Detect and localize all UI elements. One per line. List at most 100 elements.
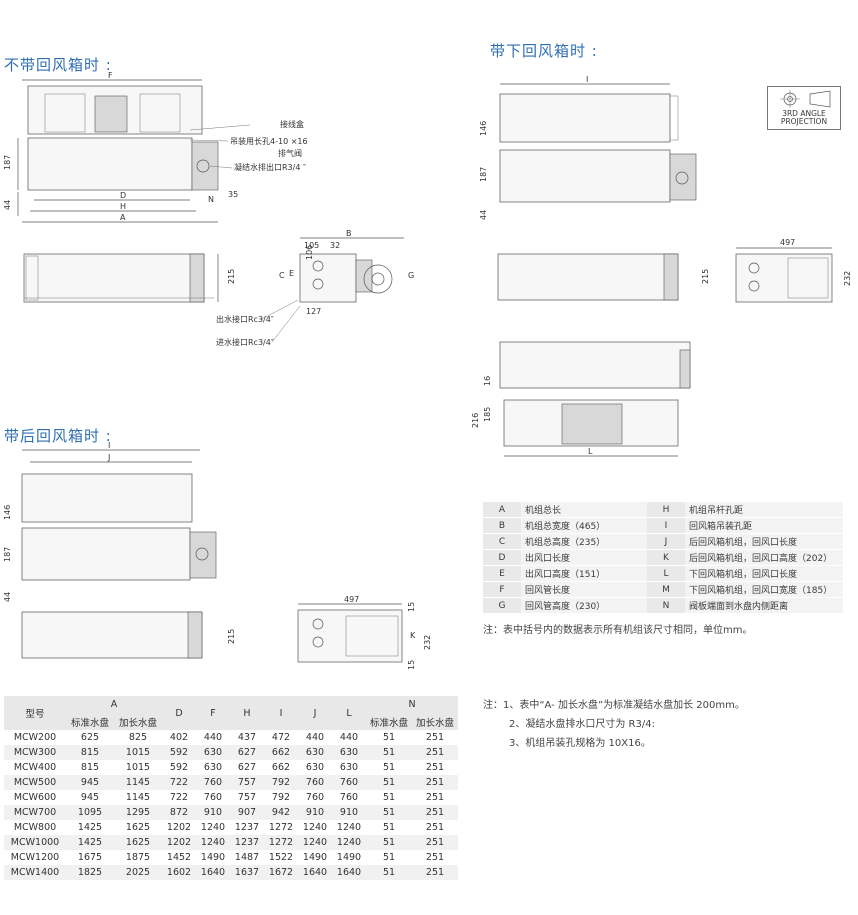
label-inlet: 进水接口Rc3/4″ <box>216 337 274 347</box>
cell-model: MCW1000 <box>4 835 66 850</box>
dim-15-bottom: 15 <box>407 660 416 670</box>
legend-value: 出风口高度（151） <box>521 565 647 582</box>
cell-A-ext: 1625 <box>114 835 162 850</box>
legend-key: I <box>647 517 685 534</box>
cell-L: 1240 <box>332 820 366 835</box>
header-model: 型号 <box>4 696 66 730</box>
cell-A-std: 625 <box>66 730 114 745</box>
motor-block <box>94 95 128 133</box>
cell-H: 1237 <box>230 820 264 835</box>
cell-N-ext: 251 <box>412 790 458 805</box>
dim-D: D <box>120 191 126 200</box>
unit-lower-view-3 <box>21 611 203 659</box>
cell-A-std: 1095 <box>66 805 114 820</box>
cell-L: 910 <box>332 805 366 820</box>
dim-N: N <box>208 195 214 204</box>
dim-127: 127 <box>306 307 321 316</box>
legend-key: B <box>483 517 521 534</box>
dim-44-c: 44 <box>3 592 12 602</box>
cell-L: 1240 <box>332 835 366 850</box>
section-title-bottom-return-box: 带下回风箱时 : <box>490 42 598 60</box>
cell-F: 1640 <box>196 865 230 880</box>
cell-model: MCW200 <box>4 730 66 745</box>
cell-H: 907 <box>230 805 264 820</box>
legend-value: 回风箱吊装孔距 <box>685 517 843 534</box>
cell-D: 722 <box>162 790 196 805</box>
cell-H: 1237 <box>230 835 264 850</box>
cell-model: MCW1400 <box>4 865 66 880</box>
cell-I: 792 <box>264 790 298 805</box>
legend-key: E <box>483 565 521 582</box>
header-N-std: 标准水盘 <box>366 713 412 730</box>
unit-front-view-2 <box>499 149 671 203</box>
rear-box-top <box>21 473 193 523</box>
legend-key: M <box>647 581 685 598</box>
cell-D: 872 <box>162 805 196 820</box>
header-H: H <box>230 696 264 730</box>
unit-front-view <box>27 137 193 191</box>
cell-L: 760 <box>332 790 366 805</box>
cell-N-std: 51 <box>366 805 412 820</box>
dim-497-b: 497 <box>780 238 795 247</box>
cell-D: 1602 <box>162 865 196 880</box>
legend-value: 机组总宽度（465） <box>521 517 647 534</box>
cell-D: 1202 <box>162 835 196 850</box>
note-2: 2、凝结水盘排水口尺寸为 R3/4: <box>509 719 655 730</box>
dim-232-b: 232 <box>843 271 850 286</box>
cell-I: 1672 <box>264 865 298 880</box>
cell-J: 630 <box>298 745 332 760</box>
header-A-std: 标准水盘 <box>66 713 114 730</box>
cell-D: 1202 <box>162 820 196 835</box>
header-I: I <box>264 696 298 730</box>
dim-215: 215 <box>227 269 236 284</box>
dim-L: L <box>588 447 593 456</box>
cell-J: 630 <box>298 760 332 775</box>
spec-table-panel: 型号 A D F H I J L N 标准水盘 加长水盘 标准水盘 加长水盘 M… <box>4 696 458 880</box>
dim-215-c: 215 <box>227 629 236 644</box>
header-A: A <box>66 696 162 713</box>
unit-end-view-2 <box>735 253 833 303</box>
cell-A-std: 945 <box>66 790 114 805</box>
legend-value: 下回风箱机组，回风口长度 <box>685 565 843 582</box>
cell-F: 760 <box>196 775 230 790</box>
unit-end-view-3 <box>297 609 403 663</box>
cell-model: MCW500 <box>4 775 66 790</box>
cell-N-std: 51 <box>366 820 412 835</box>
legend-key: D <box>483 549 521 566</box>
cell-N-ext: 251 <box>412 760 458 775</box>
dim-15-top: 15 <box>407 602 416 612</box>
cell-L: 1490 <box>332 850 366 865</box>
dim-16: 16 <box>483 376 492 386</box>
cell-A-std: 945 <box>66 775 114 790</box>
cell-N-std: 51 <box>366 790 412 805</box>
valve-box <box>191 141 219 191</box>
legend-value: 回风管长度 <box>521 581 647 598</box>
cell-N-ext: 251 <box>412 775 458 790</box>
dim-44: 44 <box>3 200 12 210</box>
cell-I: 662 <box>264 760 298 775</box>
dim-K: K <box>410 631 416 640</box>
cell-N-std: 51 <box>366 775 412 790</box>
header-N: N <box>366 696 458 713</box>
cell-I: 662 <box>264 745 298 760</box>
cell-H: 627 <box>230 745 264 760</box>
cell-N-std: 51 <box>366 730 412 745</box>
legend-key: A <box>483 502 521 518</box>
cell-H: 757 <box>230 790 264 805</box>
section-title-no-return-box: 不带回风箱时 : <box>4 56 112 74</box>
cell-F: 760 <box>196 790 230 805</box>
header-N-ext: 加长水盘 <box>412 713 458 730</box>
cell-F: 1240 <box>196 820 230 835</box>
projection-icon <box>780 90 831 108</box>
dim-E: E <box>289 269 294 278</box>
unit-end-view <box>299 253 357 303</box>
dim-187-b: 187 <box>479 167 488 182</box>
dim-232-c: 232 <box>423 635 432 650</box>
cell-N-std: 51 <box>366 835 412 850</box>
